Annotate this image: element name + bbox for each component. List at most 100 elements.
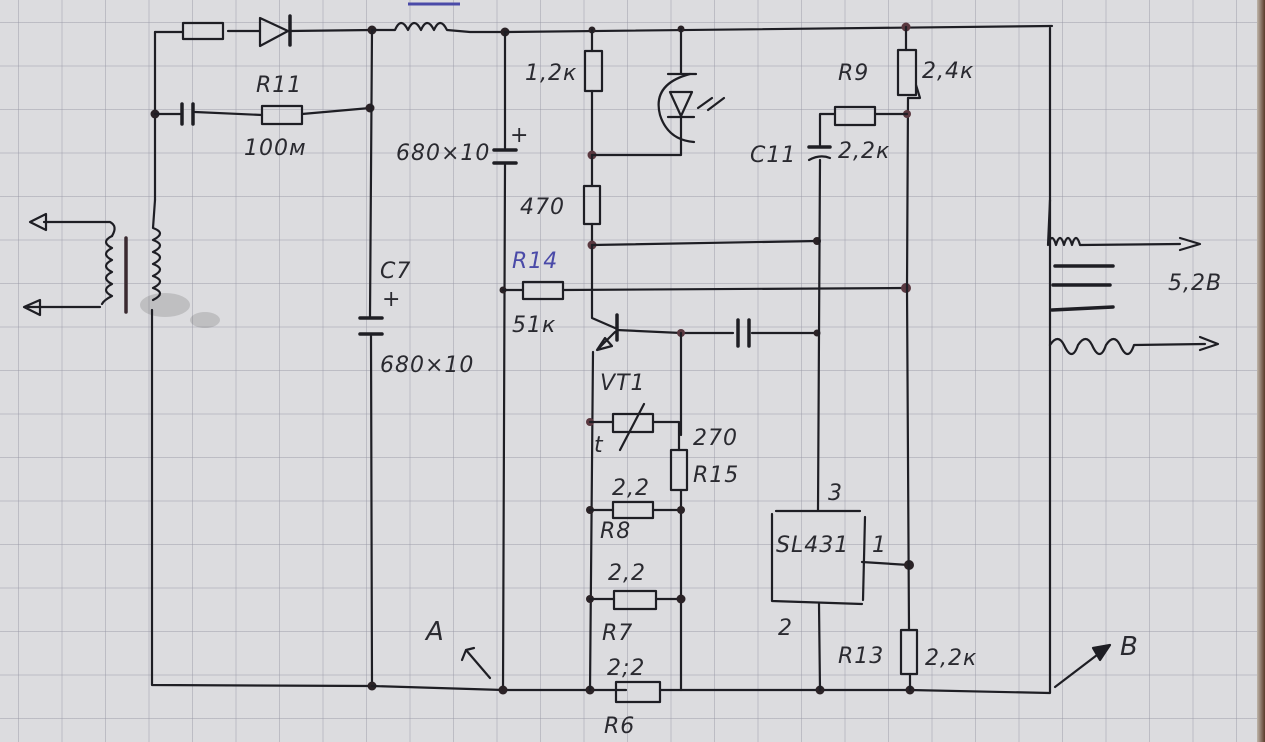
r14-name-label: R14 — [512, 249, 558, 274]
wire — [288, 28, 374, 33]
point-b-arrowhead-icon — [1091, 643, 1112, 662]
c11-plate — [807, 155, 832, 162]
wire — [905, 286, 911, 632]
trimmer-value-label: 2,4к — [922, 59, 974, 84]
point-b-label: B — [1120, 632, 1139, 662]
output-winding-top — [1046, 198, 1182, 247]
wire — [193, 110, 264, 117]
r11-value-label: 100м — [244, 136, 307, 161]
sl431-pin1-label: 1 — [872, 533, 887, 558]
resistor-fuse — [181, 21, 225, 41]
resistor-r7 — [612, 589, 658, 611]
resistor-r14 — [521, 280, 565, 301]
junction — [365, 103, 375, 113]
trimmer-wiper — [906, 83, 922, 100]
vt1-label: VT1 — [600, 371, 646, 396]
r-470-label: 470 — [520, 195, 565, 220]
thermistor-slash — [618, 402, 646, 452]
junction — [677, 506, 685, 514]
wire — [42, 220, 116, 238]
primary-winding — [100, 234, 114, 306]
r13-name-label: R13 — [838, 644, 884, 669]
input-arrow-top-icon — [28, 212, 48, 232]
resistor-470 — [582, 184, 602, 226]
wire — [369, 334, 374, 688]
smudge — [140, 293, 190, 317]
wire — [615, 328, 735, 335]
r9-value-label: 2,2к — [838, 139, 890, 164]
junction — [498, 685, 508, 695]
top-rail-wire — [503, 24, 1054, 34]
trimmer-resistor — [896, 48, 918, 97]
r6-name-label: R6 — [604, 714, 635, 739]
wire — [588, 350, 595, 692]
smudge — [190, 312, 220, 328]
output-arrow-bottom-icon — [1198, 335, 1220, 352]
wire — [300, 106, 372, 116]
sl431-label: SL431 — [776, 533, 849, 558]
r-1k2-label: 1,2к — [525, 61, 577, 86]
wire — [905, 96, 910, 290]
wire — [368, 28, 374, 319]
r9-name-label: R9 — [838, 61, 869, 86]
resistor-r9 — [833, 105, 877, 127]
secondary-winding — [151, 198, 162, 302]
optocoupler-led-icon — [590, 27, 698, 157]
input-arrow-bottom-icon — [22, 298, 42, 317]
r8-name-label: R8 — [600, 519, 631, 544]
resistor-r11 — [260, 104, 304, 126]
optocoupler-bracket — [657, 72, 696, 144]
output-arrow-top-icon — [1178, 236, 1202, 252]
ground-wire — [370, 684, 628, 692]
light-emission-arrows-icon — [696, 96, 726, 112]
c-top-plus-label: + — [510, 123, 529, 148]
wire — [860, 560, 911, 567]
c7-value-label: 680×10 — [380, 353, 474, 378]
wire — [590, 239, 819, 247]
c7-name-label: C7 — [380, 259, 411, 284]
wire — [817, 602, 822, 692]
resistor-r6 — [614, 680, 662, 704]
wire — [818, 112, 837, 147]
r11-name-label: R11 — [256, 73, 302, 98]
diode-icon — [258, 16, 290, 48]
resistor-r15 — [669, 448, 689, 492]
inductor-top — [370, 21, 507, 34]
resistor-r8 — [611, 500, 655, 520]
r8-value-label: 2,2 — [612, 476, 650, 501]
transistor-collector — [590, 243, 617, 330]
sl431-body — [770, 509, 867, 606]
ground-wire — [658, 26, 1052, 695]
input-transformer — [22, 198, 162, 317]
wire — [651, 420, 681, 452]
junction — [676, 594, 686, 604]
transistor-emitter-arrow-icon — [595, 330, 617, 352]
output-voltage-label: 5,2В — [1168, 271, 1222, 296]
page-edge — [1257, 0, 1265, 742]
resistor-r13 — [899, 628, 919, 676]
point-a-arrow-icon — [460, 646, 492, 680]
r7-name-label: R7 — [602, 621, 633, 646]
point-b-arrow — [1053, 653, 1099, 689]
r15-name-label: R15 — [693, 463, 739, 488]
wire — [561, 286, 908, 292]
wire — [150, 308, 374, 688]
output-winding-bottom — [1048, 337, 1207, 356]
c7-plus-label: + — [382, 287, 401, 312]
thermistor-t-label: t — [594, 433, 604, 458]
sl431-pin2-label: 2 — [778, 616, 793, 641]
r15-value-label: 270 — [693, 426, 738, 451]
r7-value-label: 2,2 — [608, 561, 646, 586]
point-a-label: A — [424, 617, 445, 647]
r6-value-label: 2;2 — [607, 656, 645, 681]
resistor-1k2 — [583, 49, 604, 93]
c11-name-label: C11 — [750, 143, 796, 168]
r13-value-label: 2,2к — [925, 646, 977, 671]
c-top-value-label: 680×10 — [396, 141, 490, 166]
wire — [816, 158, 822, 512]
output-core-line — [1050, 305, 1115, 312]
r14-value-label: 51к — [512, 313, 556, 338]
sl431-pin3-label: 3 — [828, 481, 843, 506]
